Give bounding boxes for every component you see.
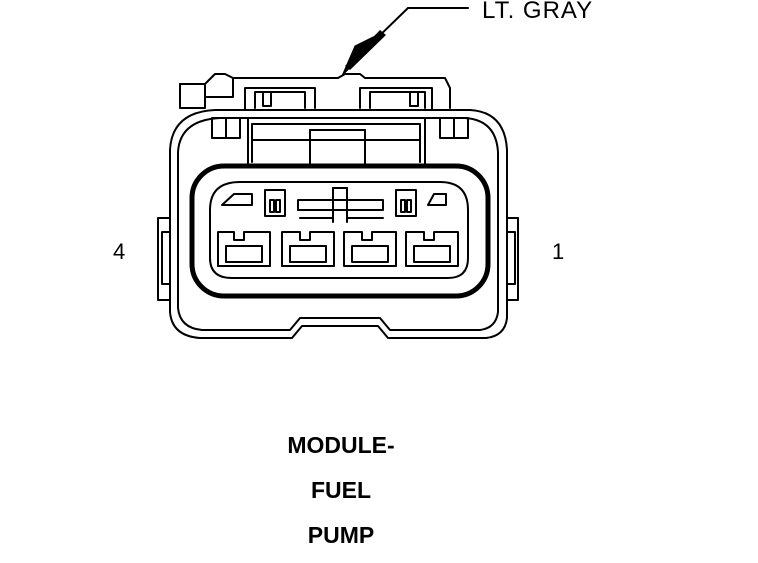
terminal-cavities xyxy=(217,231,459,267)
color-callout-label: LT. GRAY xyxy=(482,0,593,24)
cavity-2 xyxy=(343,231,397,267)
cavity-1 xyxy=(405,231,459,267)
pin-label-left: 4 xyxy=(113,239,125,264)
callout-leader xyxy=(341,7,469,77)
pin-label-right: 1 xyxy=(552,239,564,264)
cavity-4 xyxy=(217,231,271,267)
title-line-3: PUMP xyxy=(308,522,374,548)
title-line-1: MODULE- xyxy=(287,432,394,458)
cavity-3 xyxy=(281,231,335,267)
connector-body xyxy=(157,73,519,339)
title-line-2: FUEL xyxy=(311,477,371,503)
